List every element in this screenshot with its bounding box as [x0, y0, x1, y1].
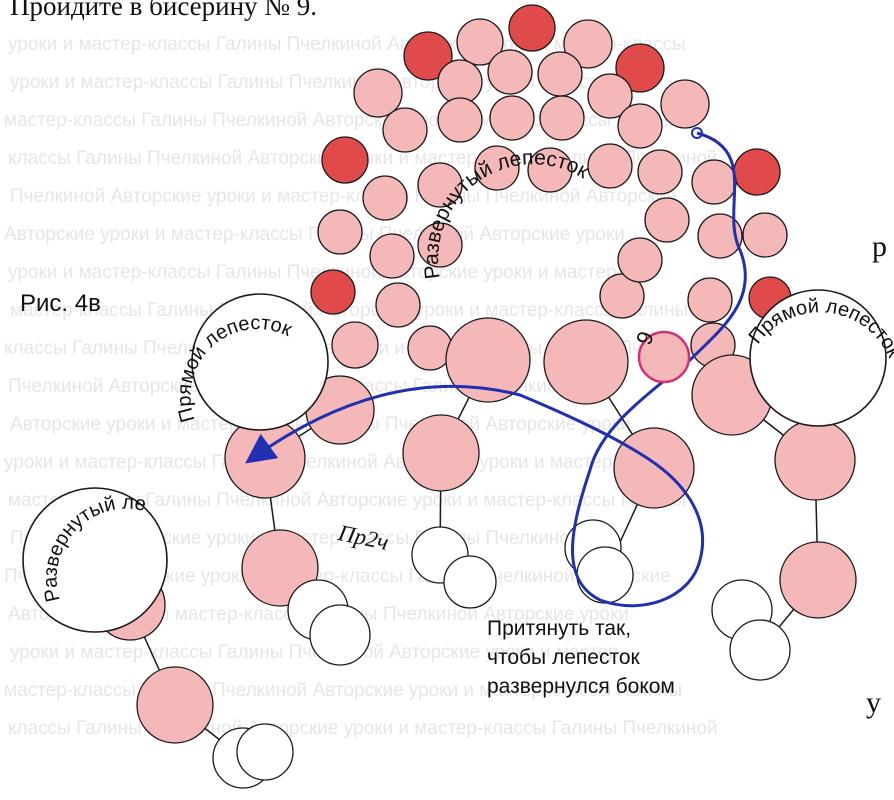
bead-red	[310, 269, 356, 315]
bead-pink	[539, 95, 585, 141]
bead-pink	[774, 419, 856, 501]
bead-pink	[417, 162, 463, 208]
bead-red	[615, 43, 665, 93]
bead-pink	[587, 143, 633, 189]
bead-white	[729, 619, 791, 681]
bead-pink	[317, 209, 363, 255]
bead-white	[443, 555, 497, 609]
bead-pink	[437, 97, 483, 143]
watermark-line: мастер-классы Галины Пчелкиной Авторские…	[10, 300, 689, 321]
bead-pink	[382, 107, 428, 153]
bead-red	[321, 136, 369, 184]
edge-letter-top: р	[872, 230, 887, 263]
caption-line-3: развернулся боком	[487, 675, 675, 698]
thread-path-upper	[245, 131, 747, 608]
bead-pink	[369, 233, 415, 279]
bead-pink	[587, 73, 633, 119]
instruction-heading: Пройдите в бисерину № 9.	[10, 0, 318, 21]
bead-pink	[691, 159, 737, 205]
caption-line-2: чтобы лепесток	[487, 646, 640, 669]
straight-petal-left	[191, 293, 329, 431]
bead-pink	[660, 79, 710, 129]
bead-white	[576, 546, 634, 604]
bead-pink	[543, 319, 629, 405]
bead-pink	[527, 147, 573, 193]
bead-pink	[474, 145, 520, 191]
bead-pink	[599, 273, 645, 319]
bead-pink	[617, 237, 663, 283]
bead-pink	[487, 49, 533, 95]
bead-pink	[456, 18, 504, 66]
caption-line-1: Притянуть так,	[487, 617, 632, 640]
bead-9-number: 9	[631, 328, 659, 348]
watermark-line: Авторские уроки и мастер-классы Галины П…	[4, 224, 625, 245]
thread-start-point	[691, 127, 703, 139]
figure-label: Рис. 4в	[20, 290, 101, 317]
bead-pink	[375, 282, 421, 328]
bead-pink	[362, 175, 408, 221]
bead-9-highlight	[637, 330, 691, 384]
bead-pink	[136, 666, 214, 744]
bead-pink	[687, 277, 733, 323]
bead-pink	[353, 68, 403, 118]
bead-pink	[489, 95, 535, 141]
bead-pink	[445, 317, 531, 403]
bead-pink	[402, 414, 480, 492]
bead-pink	[779, 541, 857, 619]
bead-pink	[613, 427, 695, 509]
bead-pink	[742, 212, 788, 258]
bead-pink	[537, 51, 583, 97]
bead-pink	[644, 197, 690, 243]
bead-pink	[563, 19, 613, 69]
bead-red	[403, 31, 453, 81]
bead-white	[309, 604, 371, 666]
bead-white	[236, 723, 294, 781]
bead-pink	[617, 103, 663, 149]
bead-red	[733, 148, 781, 196]
watermark-line: Пчелкиной Авторские уроки и мастер-класс…	[4, 566, 671, 587]
straight-petal-right	[749, 289, 887, 427]
watermark-line: мастер-классы Галины Пчелкиной Авторские…	[8, 490, 687, 511]
watermark-line: Пчелкиной Авторские уроки и мастер-класс…	[10, 186, 677, 207]
bead-pink	[637, 149, 683, 195]
bead-pink	[331, 321, 379, 369]
bead-red	[508, 4, 556, 52]
caption-block: Притянуть так, чтобы лепесток развернулс…	[487, 614, 675, 701]
unfolded-petal-left	[22, 487, 168, 633]
bead-pink	[407, 325, 453, 371]
edge-letter-bottom: у	[866, 686, 881, 719]
bead-pink	[417, 222, 463, 268]
watermark-line: уроки и мастер-классы Галины Пчелкиной А…	[8, 262, 623, 283]
bead-pink	[697, 213, 743, 259]
